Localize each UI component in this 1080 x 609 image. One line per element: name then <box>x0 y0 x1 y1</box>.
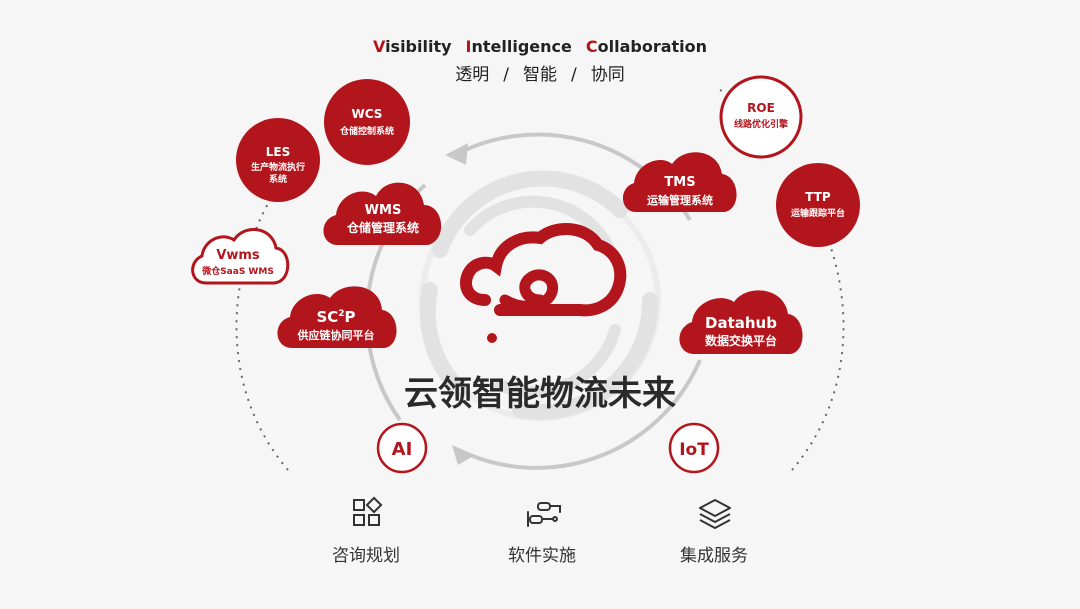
ring-arrow-bottom <box>452 445 475 465</box>
node-wms-title: WMS <box>365 203 402 218</box>
header-tagline: Visibility Intelligence Collaboration <box>373 37 707 56</box>
node-datahub-sub: 数据交换平台 <box>705 333 777 348</box>
header-cn-line: 透明 / 智能 / 协同 <box>455 65 624 85</box>
cloud-logo-icon <box>460 223 627 343</box>
node-ttp-title: TTP <box>805 190 831 204</box>
swirl-watermark <box>419 170 661 421</box>
service-software[interactable]: 软件实施 <box>508 502 576 566</box>
node-ttp-sub: 运输跟踪平台 <box>791 207 845 219</box>
service-consulting[interactable]: 咨询规划 <box>332 496 400 566</box>
node-roe-sub: 线路优化引擎 <box>734 118 788 130</box>
node-roe[interactable]: ROE 线路优化引擎 <box>719 75 803 159</box>
node-roe-title: ROE <box>747 101 775 115</box>
node-vwms-title: Vwms <box>216 248 260 263</box>
ring-arrow-top <box>445 143 468 165</box>
tagline-initial-i: I <box>466 37 472 56</box>
headline: 云领智能物流未来 <box>404 374 676 414</box>
node-sc2p-title-sup: 2 <box>338 309 344 319</box>
cn-separator-1: / <box>503 65 509 85</box>
node-ttp[interactable]: TTP 运输跟踪平台 <box>776 163 860 247</box>
cn-word-transparent: 透明 <box>455 65 489 85</box>
node-sc2p-title-end: P <box>345 308 356 326</box>
node-vwms[interactable]: Vwms 微仓SaaS WMS <box>191 228 290 285</box>
node-les-sub2: 系统 <box>269 173 287 185</box>
tagline-initial-c: C <box>586 37 598 56</box>
layers-icon <box>699 499 731 529</box>
node-wcs[interactable]: WCS 仓储控制系统 <box>324 79 410 165</box>
node-wms[interactable]: WMS 仓储管理系统 <box>323 182 442 245</box>
grid-icon <box>353 496 383 526</box>
node-wcs-sub: 仓储控制系统 <box>339 125 394 137</box>
node-tms-title: TMS <box>664 175 695 190</box>
node-vwms-sub: 微仓SaaS WMS <box>201 265 274 277</box>
node-les-sub1: 生产物流执行 <box>251 161 305 173</box>
cn-separator-2: / <box>571 65 577 85</box>
node-les-title: LES <box>266 145 291 159</box>
service-integration-label: 集成服务 <box>680 546 748 566</box>
node-wcs-title: WCS <box>352 107 383 121</box>
node-les[interactable]: LES 生产物流执行 系统 <box>236 118 320 202</box>
node-sc2p-title: SC2P <box>316 308 355 326</box>
service-integration[interactable]: 集成服务 <box>680 499 748 566</box>
node-datahub[interactable]: Datahub 数据交换平台 <box>679 290 803 354</box>
badge-iot-label: IoT <box>679 440 709 460</box>
cn-word-collaborative: 协同 <box>591 65 625 85</box>
tagline-initial-v: V <box>373 37 386 56</box>
node-tms[interactable]: TMS 运输管理系统 <box>622 152 737 212</box>
badge-iot: IoT <box>668 422 720 474</box>
node-sc2p[interactable]: SC2P 供应链协同平台 <box>277 286 397 348</box>
cn-word-intelligent: 智能 <box>523 65 557 85</box>
node-sc2p-sub: 供应链协同平台 <box>297 328 375 342</box>
tagline-rest-intelligence: ntelligence <box>472 37 573 56</box>
tagline-rest-collaboration: ollaboration <box>598 37 707 56</box>
node-wms-sub: 仓储管理系统 <box>346 220 419 235</box>
service-consulting-label: 咨询规划 <box>332 546 400 566</box>
node-tms-sub: 运输管理系统 <box>647 193 713 207</box>
node-datahub-title: Datahub <box>705 314 777 332</box>
service-software-label: 软件实施 <box>508 546 576 566</box>
tagline-rest-visibility: isibility <box>385 37 452 56</box>
badge-ai-label: AI <box>392 439 413 460</box>
badge-ai: AI <box>376 422 428 474</box>
node-sc2p-title-main: SC <box>316 308 338 326</box>
flow-icon <box>527 502 561 527</box>
